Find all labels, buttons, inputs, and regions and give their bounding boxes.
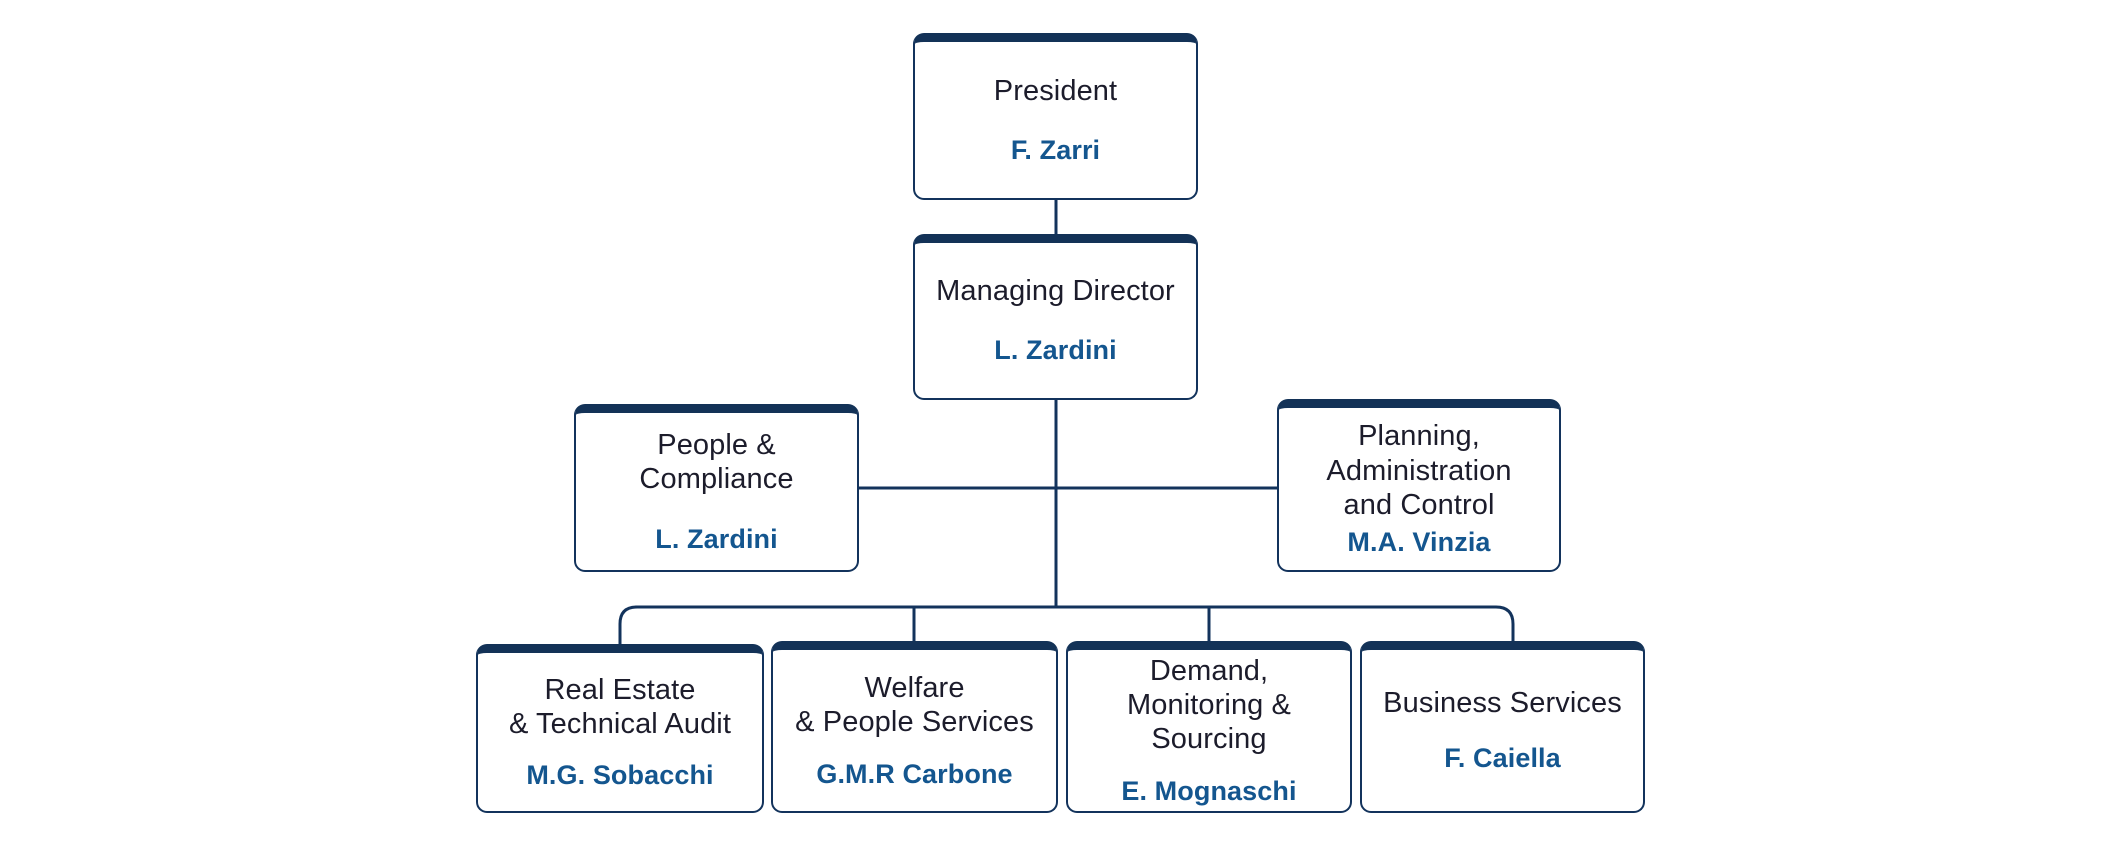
- node-people-compliance-person: L. Zardini: [655, 523, 778, 554]
- node-welfare-people-services-title: Welfare & People Services: [795, 672, 1034, 739]
- node-people-compliance[interactable]: People & Compliance L. Zardini: [574, 404, 859, 572]
- node-business-services-title: Business Services: [1383, 687, 1622, 720]
- node-managing-director-person: L. Zardini: [994, 335, 1117, 366]
- node-managing-director-title: Managing Director: [936, 275, 1175, 308]
- node-business-services[interactable]: Business Services F. Caiella: [1360, 641, 1645, 813]
- node-welfare-people-services-person: G.M.R Carbone: [816, 758, 1013, 789]
- edge-bottom-bus: [618, 605, 1515, 644]
- node-planning-administration-control[interactable]: Planning, Administration and Control M.A…: [1277, 399, 1561, 572]
- node-demand-monitoring-sourcing-title: Demand, Monitoring & Sourcing: [1127, 654, 1291, 756]
- node-president-person: F. Zarri: [1010, 134, 1101, 165]
- node-demand-monitoring-sourcing[interactable]: Demand, Monitoring & Sourcing E. Mognasc…: [1066, 641, 1352, 813]
- node-real-estate-technical-audit-person: M.G. Sobacchi: [526, 760, 714, 791]
- node-president-title: President: [993, 74, 1118, 107]
- node-welfare-people-services[interactable]: Welfare & People Services G.M.R Carbone: [771, 641, 1058, 813]
- node-managing-director[interactable]: Managing Director L. Zardini: [913, 234, 1198, 400]
- node-demand-monitoring-sourcing-person: E. Mognaschi: [1121, 775, 1297, 806]
- node-real-estate-technical-audit-title: Real Estate & Technical Audit: [508, 673, 732, 740]
- node-planning-administration-control-title: Planning, Administration and Control: [1326, 420, 1512, 521]
- node-real-estate-technical-audit[interactable]: Real Estate & Technical Audit M.G. Sobac…: [476, 644, 764, 813]
- node-business-services-person: F. Caiella: [1444, 743, 1561, 774]
- node-president[interactable]: President F. Zarri: [913, 33, 1198, 200]
- node-planning-administration-control-person: M.A. Vinzia: [1347, 527, 1491, 558]
- node-people-compliance-title: People & Compliance: [639, 429, 794, 496]
